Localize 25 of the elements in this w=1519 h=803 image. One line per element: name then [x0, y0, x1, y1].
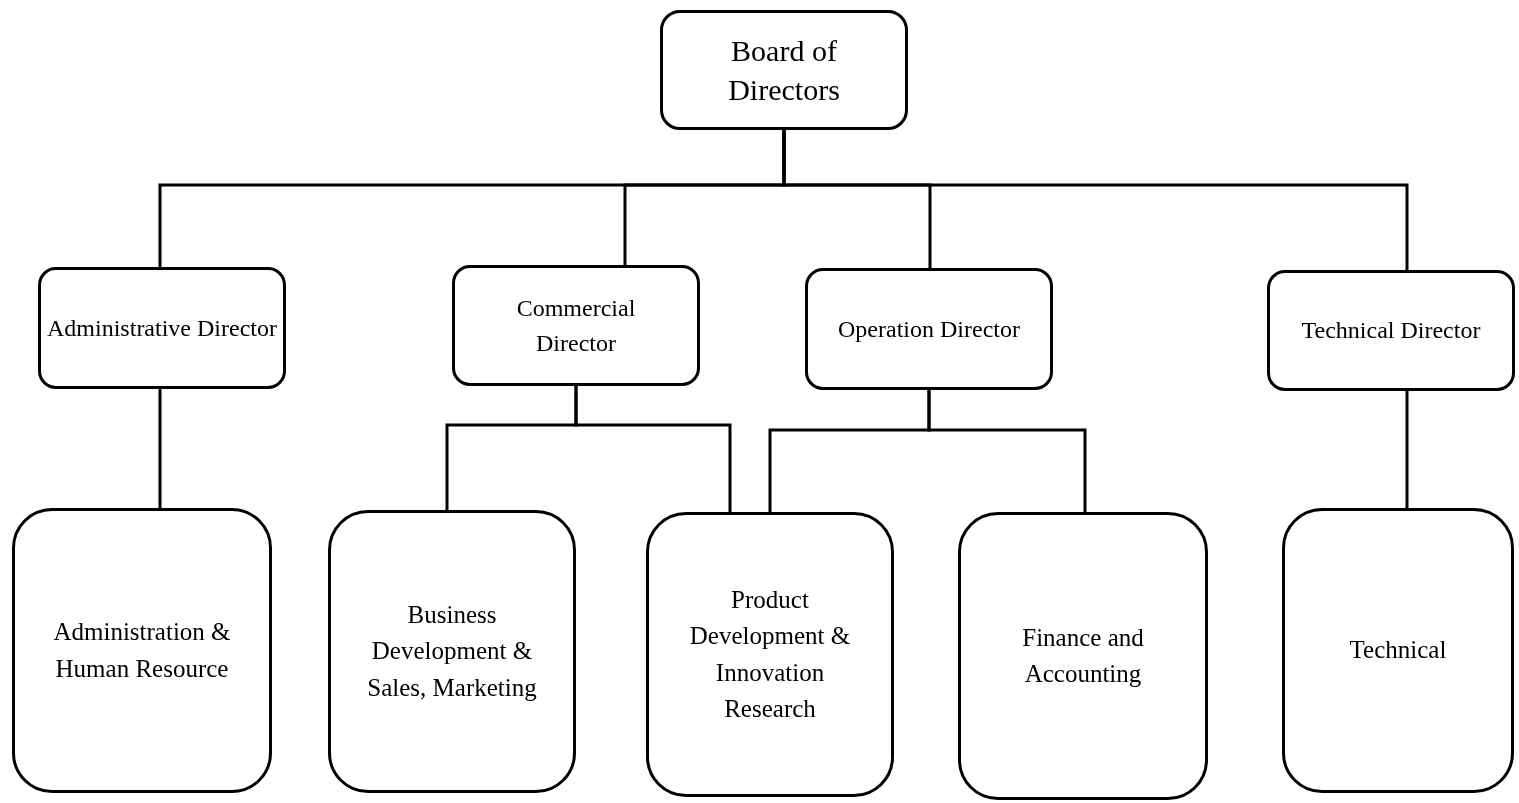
department-box	[328, 510, 576, 793]
board-box	[660, 10, 908, 130]
department-box	[958, 512, 1208, 800]
node-label: Commercial Director	[515, 293, 637, 358]
node-label: Technical Director	[1301, 316, 1481, 346]
node-label: Administrative Director	[47, 313, 277, 343]
node-label: Administration & Human Resource	[52, 617, 232, 684]
department-box	[1282, 508, 1514, 793]
node-label: Product Development & Innovation Research	[688, 585, 852, 724]
department-box	[646, 512, 894, 797]
connector-line	[158, 389, 162, 508]
director-box	[805, 268, 1053, 390]
node-label: Board of Directors	[727, 33, 841, 108]
director-box	[38, 267, 286, 389]
department-box	[12, 508, 272, 793]
connector-line	[927, 390, 1087, 512]
connector-line	[1405, 391, 1409, 508]
connector-line	[782, 130, 1409, 270]
director-box	[452, 265, 700, 386]
node-label: Technical	[1349, 635, 1447, 666]
node-label: Business Development & Sales, Marketing	[366, 600, 538, 703]
connector-line	[574, 386, 732, 512]
director-box	[1267, 270, 1515, 391]
node-label: Operation Director	[838, 314, 1020, 344]
node-label: Finance and Accounting	[1021, 622, 1145, 689]
